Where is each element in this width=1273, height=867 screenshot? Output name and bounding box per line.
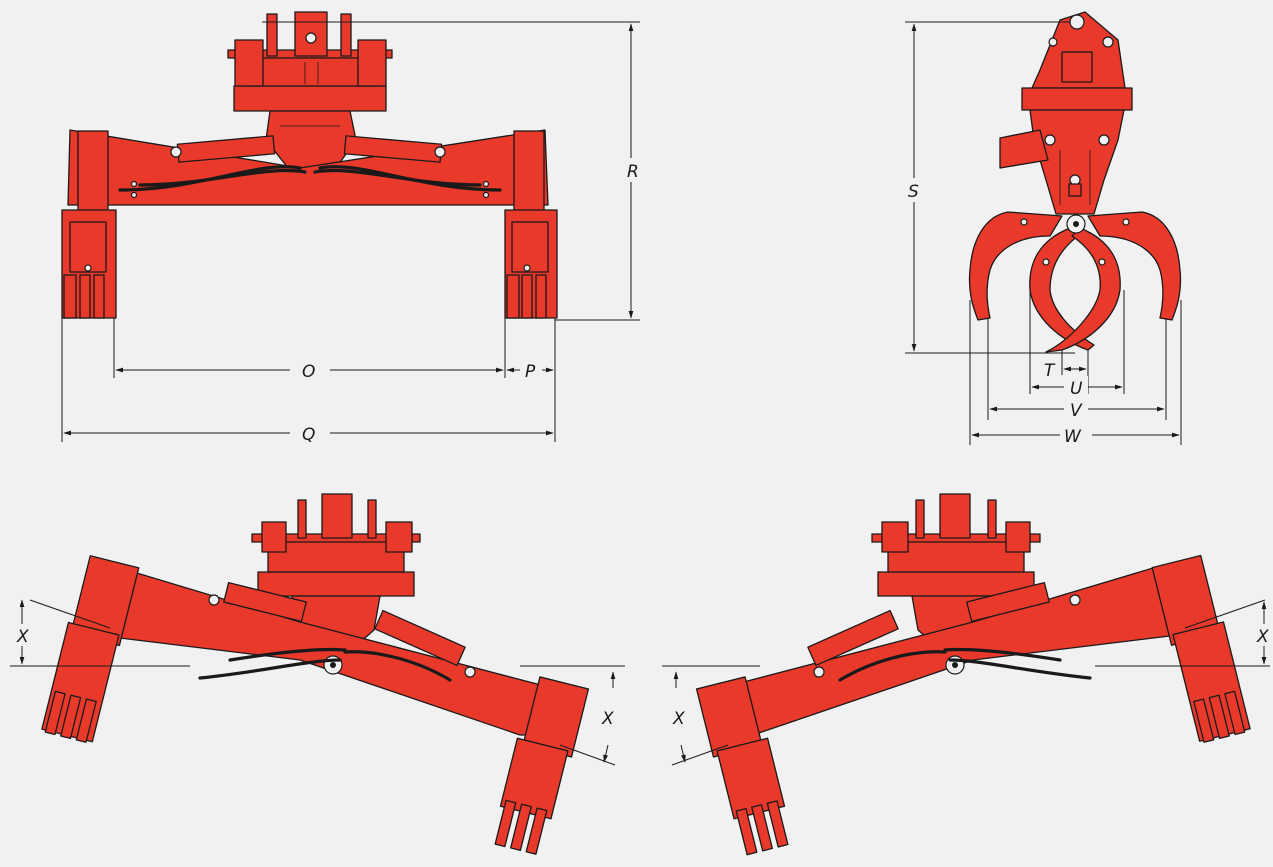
dimension-label-q: Q	[302, 425, 315, 445]
dimension-label-v: V	[1070, 401, 1083, 421]
dimension-label-x-2: X	[601, 709, 614, 729]
dimension-label-u: U	[1070, 379, 1083, 399]
dimension-label-s: S	[908, 182, 919, 202]
right-leg	[504, 209, 558, 319]
dimension-label-x-4: X	[672, 709, 685, 729]
tilted-view-right: X X	[662, 493, 1273, 856]
outer-tine-left	[968, 211, 1063, 321]
dimension-label-w: W	[1064, 427, 1082, 447]
dimension-label-t: T	[1044, 361, 1056, 381]
front-view: R O P Q	[61, 11, 640, 445]
dimension-label-x-3: X	[1256, 627, 1269, 647]
dimension-label-r: R	[627, 162, 639, 182]
side-view: S T U V W	[905, 11, 1182, 447]
dimension-label-o: O	[302, 362, 315, 382]
left-leg	[61, 209, 117, 319]
rotator-head	[227, 11, 393, 112]
dimension-label-p: P	[525, 362, 536, 382]
side-swivel	[1029, 109, 1125, 215]
dimension-label-x-1: X	[16, 627, 29, 647]
tilted-view-left: X X	[10, 493, 625, 855]
